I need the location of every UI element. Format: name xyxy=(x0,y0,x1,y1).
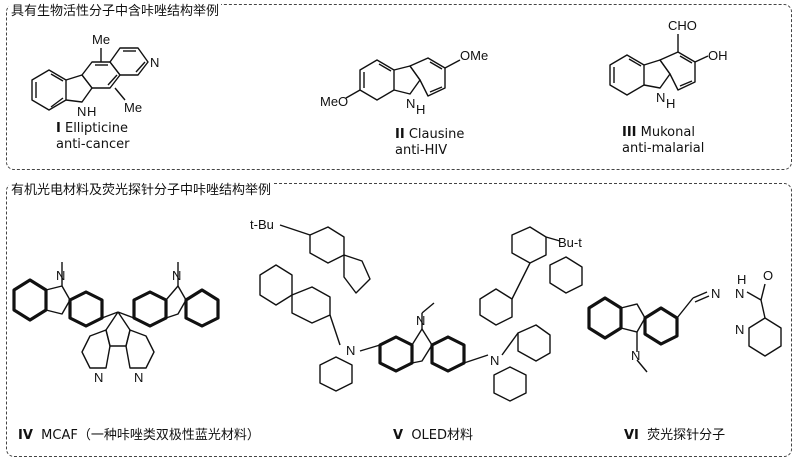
probe-n-carbazole: N xyxy=(631,348,640,363)
ellipticine-structure: Me Me N N H xyxy=(31,32,159,119)
clausine-activity: anti-HIV xyxy=(395,143,448,158)
mcaf-n-right-carbazole: N xyxy=(172,268,181,283)
optoelectronic-heading: 有机光电材料及荧光探针分子中咔唑结构举例 xyxy=(9,183,274,199)
probe-n-imine: N xyxy=(711,286,720,301)
oled-caption: V OLED材料 xyxy=(393,428,474,443)
mcaf-n-left-carbazole: N xyxy=(56,268,65,283)
clausine-nh: N xyxy=(406,96,415,111)
probe-nh-h: H xyxy=(737,272,746,287)
probe-carbonyl-o: O xyxy=(763,268,773,283)
bioactive-panel: 具有生物活性分子中含咔唑结构举例 xyxy=(6,4,792,170)
probe-structure: N N N H O N xyxy=(587,268,782,373)
oled-n-center: N xyxy=(416,313,425,328)
oled-tbu-right: Bu-t xyxy=(558,235,582,250)
mukonal-activity: anti-malarial xyxy=(622,141,705,156)
ellipticine-h: H xyxy=(87,104,96,119)
ellipticine-n-ring: N xyxy=(150,55,159,70)
ellipticine-me-bottom: Me xyxy=(124,100,142,115)
optoelectronic-panel: 有机光电材料及荧光探针分子中咔唑结构举例 xyxy=(6,183,792,457)
mukonal-cho: CHO xyxy=(668,18,697,33)
mcaf-n-pyridine-left: N xyxy=(94,370,103,385)
clausine-h: H xyxy=(416,102,425,117)
oled-structure: t-Bu Bu-t N N N xyxy=(250,217,583,402)
mukonal-h: H xyxy=(666,96,675,111)
mukonal-caption: III Mukonal xyxy=(622,125,695,140)
clausine-structure: OMe MeO N H xyxy=(320,48,488,117)
clausine-meo-left: MeO xyxy=(320,94,348,109)
oled-n-left: N xyxy=(346,343,355,358)
bioactive-heading: 具有生物活性分子中含咔唑结构举例 xyxy=(9,4,222,20)
ellipticine-activity: anti-cancer xyxy=(56,137,130,152)
oled-tbu-left: t-Bu xyxy=(250,217,274,232)
probe-n-pyridine: N xyxy=(735,322,744,337)
ellipticine-me-top: Me xyxy=(92,32,110,47)
mcaf-caption: IV MCAF（一种咔唑类双极性蓝光材料） xyxy=(18,428,260,443)
clausine-ome-right: OMe xyxy=(460,48,488,63)
mcaf-structure: N N N N xyxy=(12,262,220,385)
probe-caption: VI 荧光探针分子 xyxy=(624,428,726,443)
probe-n-hydrazide: N xyxy=(735,286,744,301)
clausine-caption: II Clausine xyxy=(395,127,465,142)
mukonal-nh: N xyxy=(656,90,665,105)
ellipticine-nh: N xyxy=(77,104,86,119)
ellipticine-caption: I Ellipticine xyxy=(56,121,128,136)
mukonal-structure: CHO OH N H xyxy=(609,18,728,111)
mcaf-n-pyridine-right: N xyxy=(134,370,143,385)
oled-n-right: N xyxy=(490,353,499,368)
mukonal-oh: OH xyxy=(708,48,728,63)
